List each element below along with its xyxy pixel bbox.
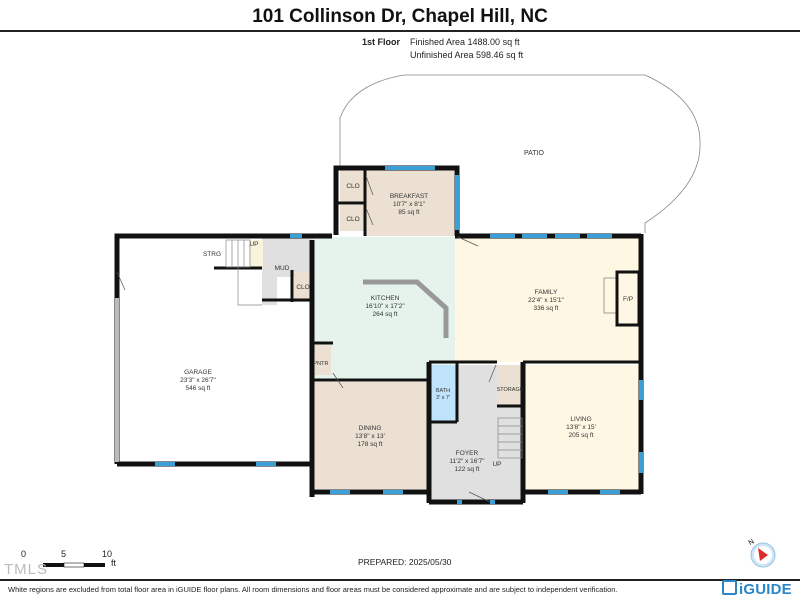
- breakfast-area: 85 sq ft: [398, 209, 420, 216]
- mud-room-lower[interactable]: [262, 277, 277, 305]
- family-room[interactable]: [455, 237, 640, 362]
- patio-label: PATIO: [524, 150, 545, 157]
- storage-room[interactable]: [497, 365, 522, 405]
- closet-2-label: CLO: [346, 216, 359, 223]
- stairs: [225, 239, 523, 459]
- breakfast-room[interactable]: [366, 170, 454, 236]
- door-swings: [116, 175, 497, 503]
- foyer-area: 122 sq ft: [455, 466, 480, 473]
- closet-3-label: CLO: [296, 284, 309, 291]
- watermark: TMLS: [4, 561, 49, 578]
- scale-tick-5: 5: [61, 549, 67, 559]
- compass-icon: N: [748, 538, 776, 568]
- strg-label: STRG: [203, 251, 221, 258]
- foyer-dims: 11'2" x 16'7": [449, 458, 485, 465]
- kitchen-dims: 16'10" x 17'2": [365, 303, 405, 310]
- property-address-title: 101 Collinson Dr, Chapel Hill, NC: [252, 6, 548, 27]
- scale-tick-10: 10: [102, 549, 113, 559]
- iguide-brand: iGUIDE: [722, 580, 792, 598]
- dining-area: 178 sq ft: [358, 441, 383, 448]
- storage-label: STORAGE: [497, 387, 524, 393]
- living-area: 205 sq ft: [569, 432, 594, 439]
- closet-2[interactable]: [340, 205, 364, 231]
- bath-room-fill: [431, 365, 456, 422]
- floor-label: 1st Floor: [362, 37, 401, 47]
- living-room[interactable]: [525, 365, 640, 491]
- prepared-date: PREPARED: 2025/05/30: [358, 557, 452, 567]
- fireplace-label: F/P: [623, 296, 633, 303]
- breakfast-dims: 10'7" x 8'1": [393, 201, 426, 208]
- scale-bar: [43, 562, 105, 568]
- kitchen-area: 264 sq ft: [373, 311, 398, 318]
- pantry-label: PNTR: [314, 361, 329, 367]
- family-label: FAMILY: [535, 289, 558, 296]
- garage-area: 546 sq ft: [186, 385, 211, 392]
- disclaimer-text: White regions are excluded from total fl…: [8, 585, 618, 594]
- patio-outline: [339, 74, 701, 233]
- foyer-label: FOYER: [456, 450, 479, 457]
- closet-3[interactable]: [294, 272, 311, 302]
- living-label: LIVING: [570, 416, 591, 423]
- breakfast-label: BREAKFAST: [390, 193, 428, 200]
- walls: [114, 165, 644, 505]
- dining-label: DINING: [359, 425, 382, 432]
- scale-tick-0: 0: [21, 549, 27, 559]
- unfinished-area: Unfinished Area 598.46 sq ft: [410, 50, 524, 60]
- pantry[interactable]: [313, 345, 331, 375]
- dining-room[interactable]: [313, 382, 427, 489]
- front-stair-up-label: UP: [492, 461, 501, 468]
- back-stair-up-label: UP: [249, 241, 258, 248]
- brand-text: iGUIDE: [739, 581, 792, 598]
- garage-dims: 23'3" x 26'7": [180, 377, 216, 384]
- family-dims: 22'4" x 15'1": [528, 297, 564, 304]
- compass-north-label: N: [748, 538, 756, 547]
- title-divider: [0, 30, 800, 32]
- closet-1-label: CLO: [346, 183, 359, 190]
- kitchen-counter: [363, 279, 449, 338]
- bath-dims: 3' x 7': [436, 395, 450, 401]
- scale-unit: ft: [111, 558, 117, 568]
- dining-dims: 13'8" x 13': [355, 433, 385, 440]
- closet-1[interactable]: [340, 170, 364, 203]
- iguide-logo-icon: [722, 580, 737, 595]
- kitchen-label: KITCHEN: [371, 295, 400, 302]
- bath-label: BATH: [436, 388, 450, 394]
- mud-label: MUD: [275, 265, 290, 272]
- back-stair-landing[interactable]: [249, 240, 263, 268]
- windows: [155, 166, 643, 504]
- finished-area: Finished Area 1488.00 sq ft: [410, 37, 520, 47]
- kitchen-room[interactable]: [313, 237, 455, 380]
- garage-label: GARAGE: [184, 369, 212, 376]
- mud-room[interactable]: [262, 237, 313, 277]
- footer-divider: [0, 579, 800, 581]
- living-dims: 13'8" x 15': [566, 424, 596, 431]
- family-area: 336 sq ft: [534, 305, 559, 312]
